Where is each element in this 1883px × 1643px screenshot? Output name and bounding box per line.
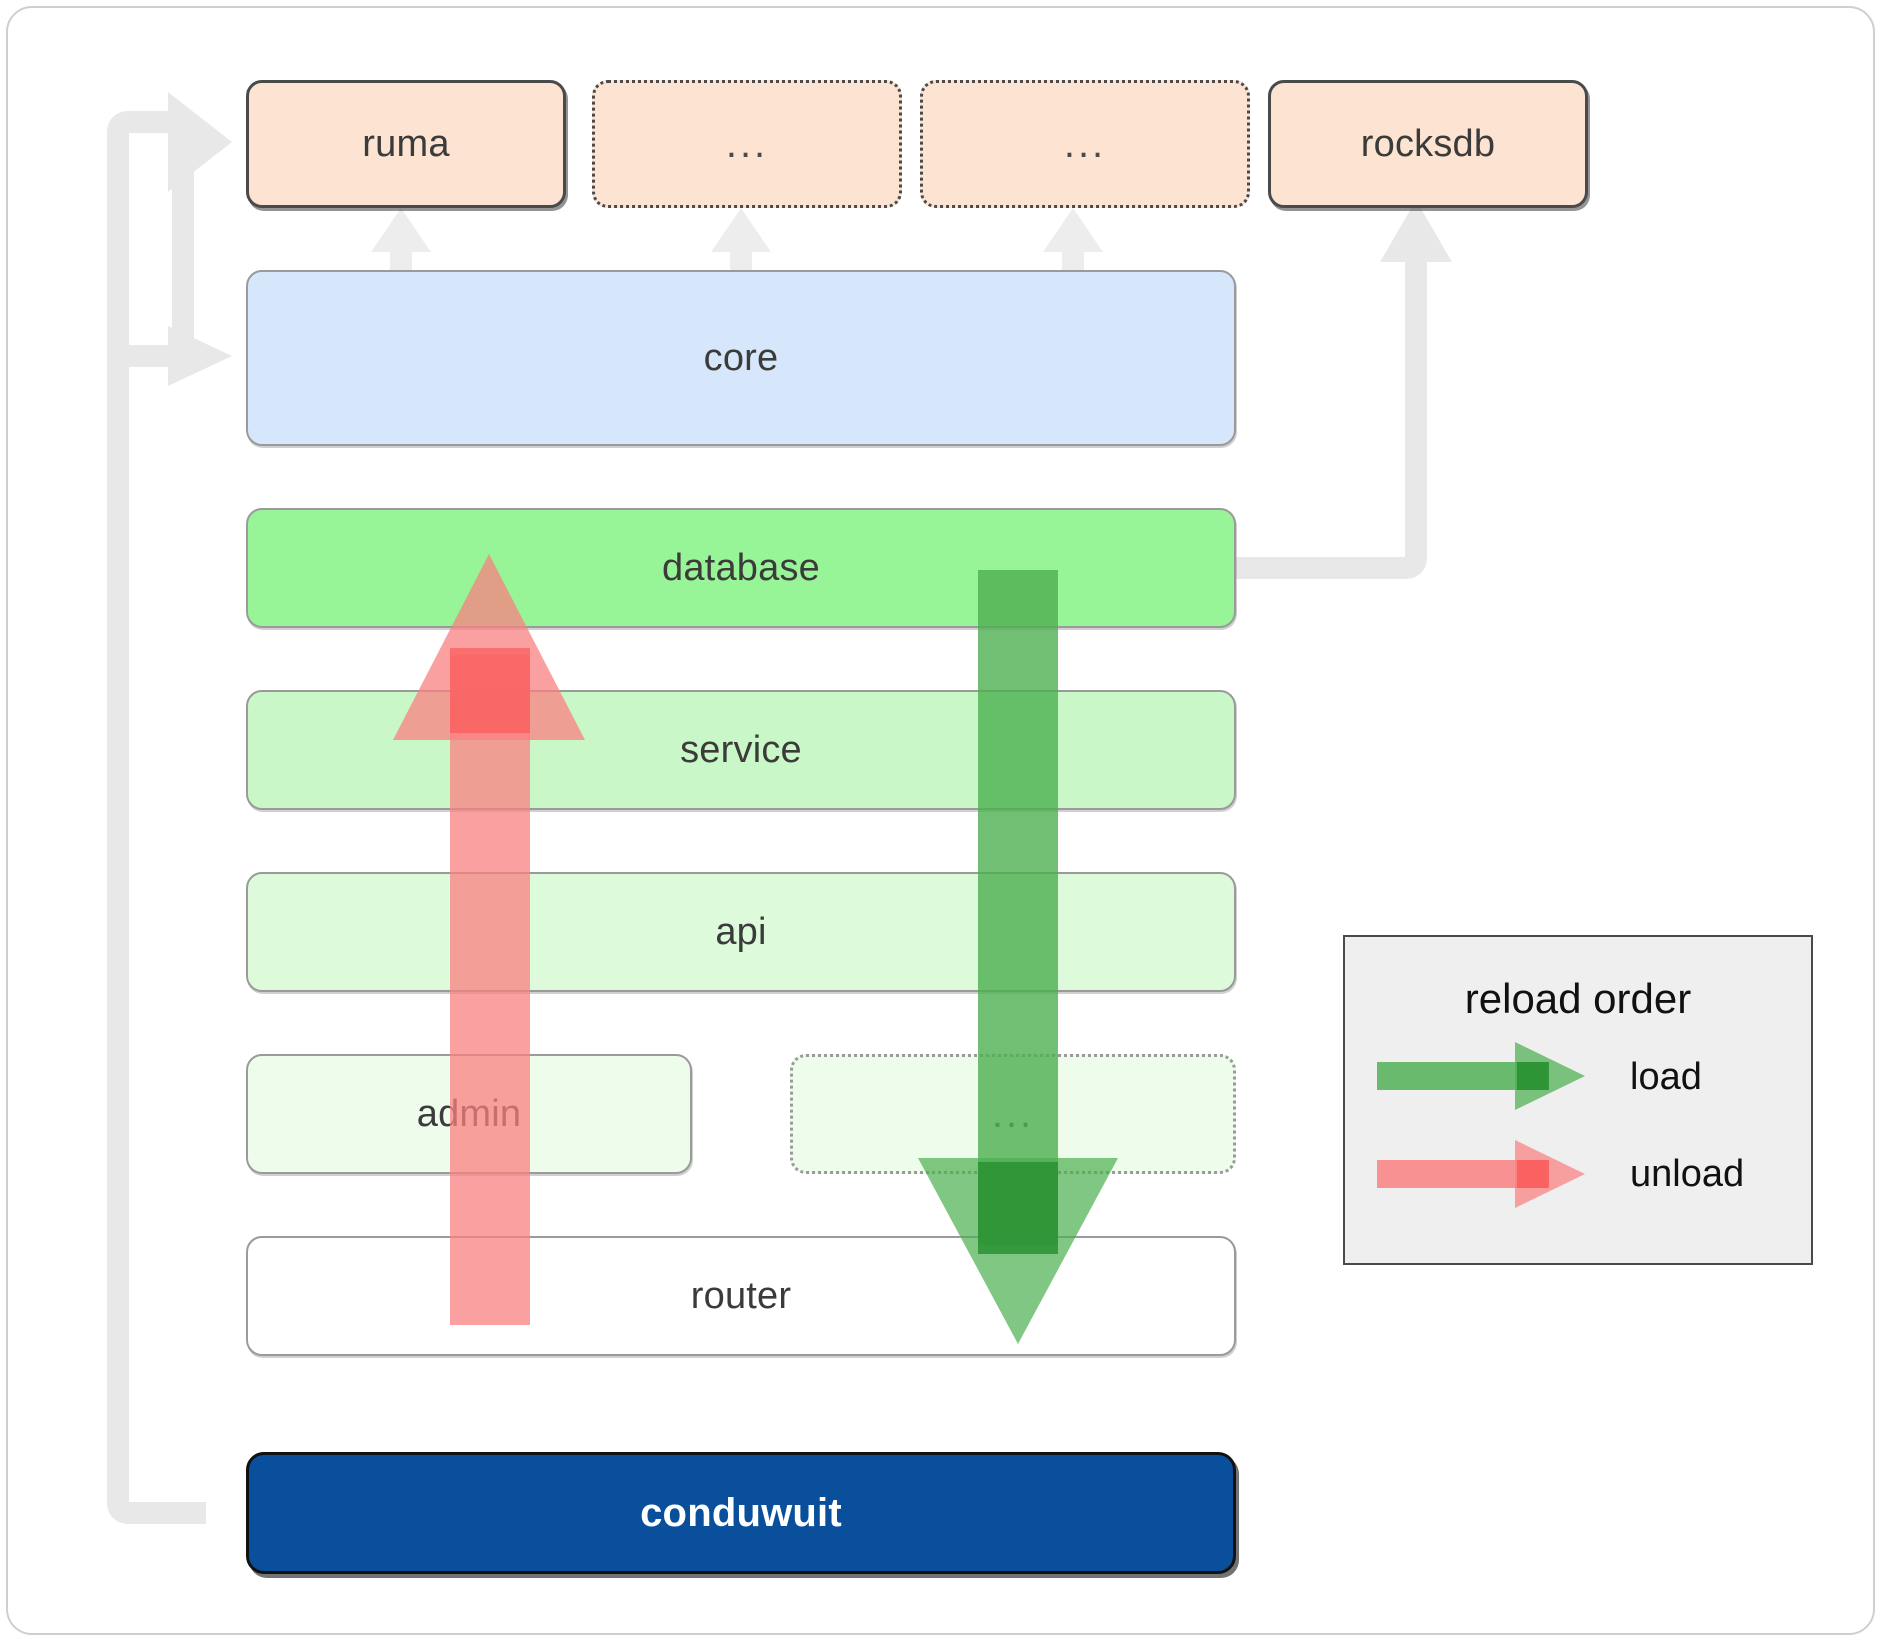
layer-router-label: router <box>690 1274 792 1317</box>
layer-core[interactable]: core <box>246 270 1236 446</box>
layer-admin-label: admin <box>416 1092 522 1135</box>
legend-label-load: load <box>1630 1056 1702 1098</box>
crate-placeholder-1[interactable]: ... <box>592 80 902 208</box>
layer-more-label: ... <box>991 1092 1035 1136</box>
crate-rocksdb[interactable]: rocksdb <box>1268 80 1588 208</box>
legend-unload-arrow <box>1377 1140 1585 1208</box>
legend-arrows <box>1377 1042 1585 1208</box>
layer-api[interactable]: api <box>246 872 1236 992</box>
crate-ruma-label: ruma <box>362 122 450 165</box>
connector-conduwuit-to-ruma-trunk <box>107 111 206 1524</box>
core-to-dots2-arrow <box>1043 208 1103 280</box>
layer-service-label: service <box>680 728 802 771</box>
legend-label-unload: unload <box>1630 1153 1745 1195</box>
legend-title: reload order <box>1464 975 1692 1022</box>
legend-panel: reload order load unload <box>1343 935 1813 1265</box>
app-conduwuit-label: conduwuit <box>640 1490 842 1535</box>
crate-placeholder-2[interactable]: ... <box>920 80 1250 208</box>
layer-service[interactable]: service <box>246 690 1236 810</box>
crate-ruma[interactable]: ruma <box>246 80 566 208</box>
connector-arrowhead-core <box>168 326 232 386</box>
connector-arrowhead-rocksdb <box>1380 200 1452 262</box>
core-to-ruma-arrow <box>371 208 431 280</box>
core-to-crate-arrows <box>371 208 1103 280</box>
layer-more[interactable]: ... <box>790 1054 1236 1174</box>
connector-database-to-rocksdb <box>1236 260 1427 579</box>
crate-rocksdb-label: rocksdb <box>1360 122 1496 165</box>
layer-core-label: core <box>703 336 779 379</box>
layer-router[interactable]: router <box>246 1236 1236 1356</box>
crate-placeholder-1-label: ... <box>725 122 769 166</box>
connector-arrowhead-ruma <box>168 92 232 192</box>
layer-database[interactable]: database <box>246 508 1236 628</box>
legend-load-arrow <box>1377 1042 1585 1110</box>
crate-placeholder-2-label: ... <box>1063 122 1107 166</box>
layer-database-label: database <box>662 546 820 589</box>
app-conduwuit[interactable]: conduwuit <box>246 1452 1236 1574</box>
core-to-dots1-arrow <box>711 208 771 280</box>
layer-admin[interactable]: admin <box>246 1054 692 1174</box>
layer-api-label: api <box>715 910 767 953</box>
